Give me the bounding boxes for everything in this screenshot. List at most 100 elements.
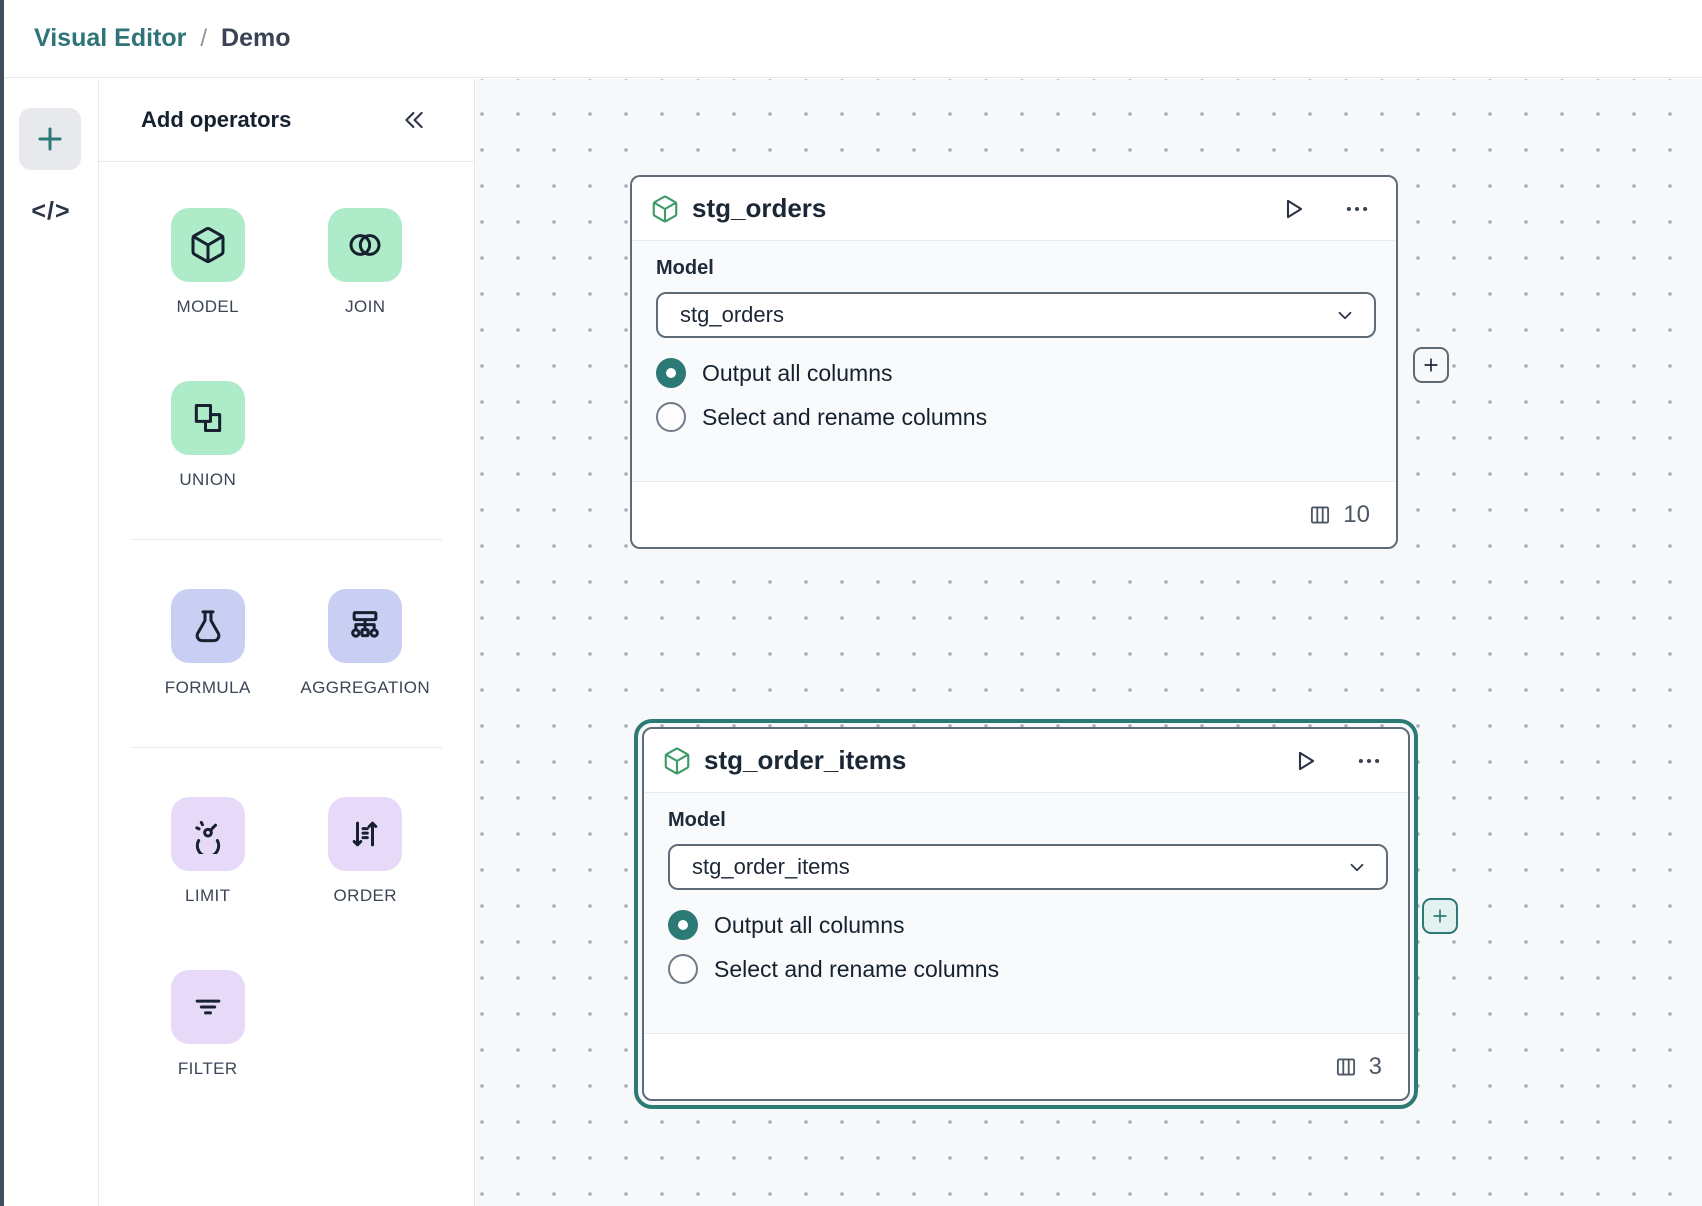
union-tile <box>170 381 245 455</box>
operator-label: UNION <box>179 470 237 489</box>
column-count: 10 <box>1343 500 1370 528</box>
limit-tile <box>170 797 245 871</box>
operator-label: AGGREGATION <box>300 678 431 697</box>
operator-join[interactable]: JOIN <box>287 208 445 317</box>
plus-icon <box>1433 909 1447 923</box>
left-icon-rail: </> <box>4 79 98 1206</box>
node-menu-button[interactable] <box>1356 748 1382 774</box>
node-header: stg_orders <box>632 177 1396 241</box>
model-tile <box>170 208 245 282</box>
operators-panel-header: Add operators <box>99 79 474 162</box>
radio-label: Select and rename columns <box>702 403 988 430</box>
radio-selected-icon <box>656 358 686 388</box>
plus-icon <box>1424 358 1438 372</box>
node-footer: 10 <box>632 481 1396 547</box>
radio-selected-icon <box>668 910 698 940</box>
add-downstream-operator-button[interactable] <box>1422 898 1458 934</box>
operator-aggregation[interactable]: AGGREGATION <box>287 589 445 698</box>
breadcrumb-separator: / <box>200 24 208 52</box>
operator-order[interactable]: ORDER <box>287 797 445 906</box>
radio-output-all-columns[interactable]: Output all columns <box>656 358 1376 388</box>
node-footer: 3 <box>644 1033 1408 1099</box>
run-node-button[interactable] <box>1278 194 1308 224</box>
breadcrumb-page-title: Demo <box>221 24 291 52</box>
model-select-value: stg_orders <box>680 302 784 327</box>
play-icon <box>1298 751 1315 770</box>
operator-label: MODEL <box>176 297 239 316</box>
top-bar: Visual Editor / Demo <box>4 0 1702 78</box>
gauge-icon <box>195 821 220 854</box>
formula-tile <box>170 589 245 663</box>
chevron-down-icon <box>1350 863 1364 872</box>
filter-tile <box>170 970 245 1044</box>
order-tile <box>328 797 403 871</box>
node-body: Model stg_order_items Output all columns… <box>644 793 1408 1033</box>
venn-circles-icon <box>349 234 381 256</box>
operator-group-sources: MODEL JOIN <box>129 208 444 490</box>
plus-icon <box>38 127 62 151</box>
breadcrumb-visual-editor[interactable]: Visual Editor <box>34 24 187 52</box>
operator-formula[interactable]: FORMULA <box>129 589 287 698</box>
operators-panel-title: Add operators <box>141 107 292 132</box>
operator-group-divider <box>131 539 442 540</box>
operator-limit[interactable]: LIMIT <box>129 797 287 906</box>
operators-panel-body: MODEL JOIN <box>99 162 474 1079</box>
flask-icon <box>195 610 221 643</box>
chevron-down-icon <box>1338 311 1352 320</box>
operator-filter[interactable]: FILTER <box>129 970 287 1079</box>
radio-select-rename-columns[interactable]: Select and rename columns <box>656 402 1376 432</box>
radio-label: Output all columns <box>702 359 893 386</box>
operators-panel: Add operators MODEL <box>98 79 475 1206</box>
pipeline-canvas[interactable]: stg_orders Model stg_orders <box>476 79 1702 1206</box>
node-title: stg_orders <box>692 193 827 223</box>
overlapping-squares-icon <box>194 404 221 432</box>
run-node-button[interactable] <box>1290 746 1320 776</box>
node-header: stg_order_items <box>644 729 1408 793</box>
hierarchy-icon <box>351 611 380 638</box>
model-select-value: stg_order_items <box>692 854 850 879</box>
ellipsis-icon <box>1358 758 1380 763</box>
join-tile <box>328 208 403 282</box>
radio-select-rename-columns[interactable]: Select and rename columns <box>668 954 1388 984</box>
radio-output-all-columns[interactable]: Output all columns <box>668 910 1388 940</box>
operator-label: LIMIT <box>185 886 231 905</box>
column-count: 3 <box>1368 1052 1382 1080</box>
code-view-button[interactable]: </> <box>4 197 98 226</box>
columns-icon <box>1336 1057 1355 1076</box>
aggregation-tile <box>328 589 403 663</box>
add-downstream-operator-button[interactable] <box>1413 347 1449 383</box>
model-cube-icon <box>664 747 690 775</box>
operator-group-divider <box>131 747 442 748</box>
operator-group-shape: LIMIT ORDER <box>129 797 444 1079</box>
node-menu-button[interactable] <box>1344 196 1370 222</box>
radio-label: Select and rename columns <box>714 955 1000 982</box>
operator-union[interactable]: UNION <box>129 381 287 490</box>
model-select-dropdown[interactable]: stg_order_items <box>668 844 1388 890</box>
add-operator-rail-button[interactable] <box>19 108 81 170</box>
node-stg-orders[interactable]: stg_orders Model stg_orders <box>630 175 1398 549</box>
sort-arrows-icon <box>352 821 378 847</box>
operator-model[interactable]: MODEL <box>129 208 287 317</box>
collapse-panel-icon[interactable] <box>400 106 428 134</box>
node-body: Model stg_orders Output all columns Sele… <box>632 241 1396 481</box>
operator-group-transform: FORMULA AGGREGATION <box>129 589 444 698</box>
model-field-label: Model <box>668 809 726 831</box>
columns-icon <box>1311 505 1330 524</box>
radio-unselected-icon <box>668 954 698 984</box>
operator-label: FILTER <box>177 1059 238 1078</box>
play-icon <box>1286 199 1303 218</box>
filter-lines-icon <box>195 999 221 1015</box>
model-cube-icon <box>652 195 678 223</box>
ellipsis-icon <box>1346 206 1368 211</box>
window-edge-bar <box>0 0 4 1206</box>
operator-label: FORMULA <box>164 678 251 697</box>
operator-label: JOIN <box>345 297 386 316</box>
model-field-label: Model <box>656 257 714 279</box>
radio-unselected-icon <box>656 402 686 432</box>
node-stg-order-items[interactable]: stg_order_items Model stg_order_items <box>634 719 1418 1109</box>
node-title: stg_order_items <box>704 745 907 775</box>
operator-label: ORDER <box>333 886 397 905</box>
model-select-dropdown[interactable]: stg_orders <box>656 292 1376 338</box>
radio-label: Output all columns <box>714 911 905 938</box>
